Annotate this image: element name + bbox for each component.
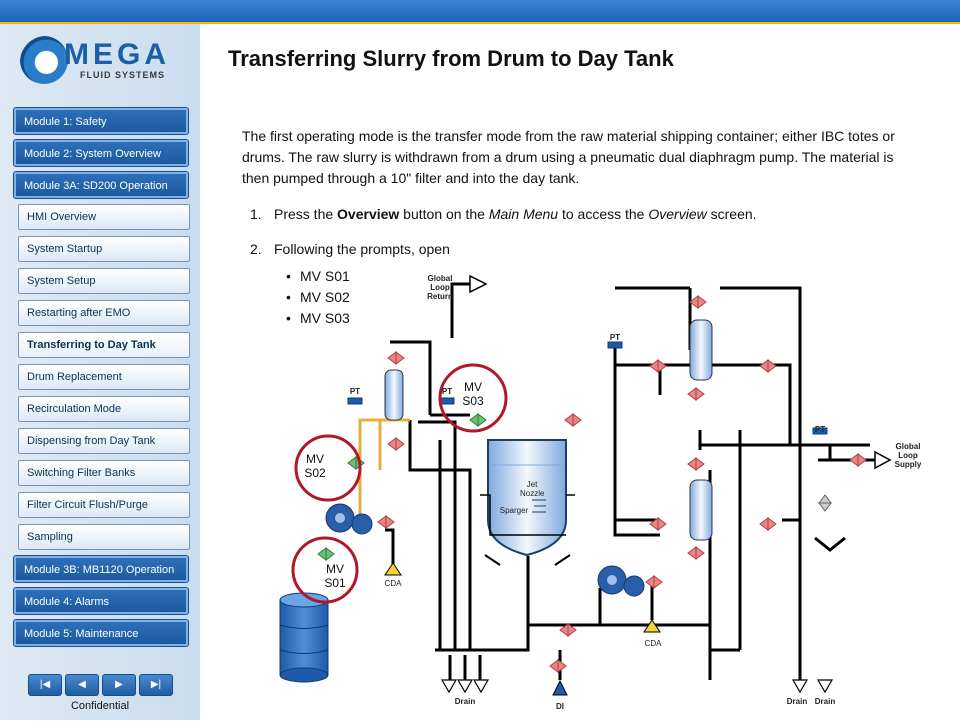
nav-item-module-1-safety[interactable]: Module 1: Safety (14, 108, 188, 134)
nav-item-module-2-system-overview[interactable]: Module 2: System Overview (14, 140, 188, 166)
previous-page-button[interactable]: ◀ (65, 674, 99, 696)
loop-supply-arrow-icon (874, 450, 892, 470)
valve-list-item: MV S02 (286, 289, 350, 305)
jet-nozzle-icon (532, 499, 546, 513)
process-pipes (385, 282, 875, 680)
nav-item-transferring-to-day-tank[interactable]: Transferring to Day Tank (18, 332, 190, 358)
nav-item-module-3a-sd200-operation[interactable]: Module 3A: SD200 Operation (14, 172, 188, 198)
di-icon (552, 679, 568, 696)
mv-s03-label: MV S03 (462, 380, 484, 408)
piping-schematic (279, 274, 892, 696)
pt-label: PT (609, 333, 621, 342)
process-diagram: MV S03 MV S02 MV S01 Global Loop Return … (270, 270, 960, 720)
supply-valve-icon (818, 494, 832, 512)
loop-return-arrow-icon (469, 274, 488, 294)
pressure-transmitters (347, 341, 828, 435)
filter-housing-upper (689, 319, 713, 381)
filter-housing-lower (689, 479, 713, 541)
next-page-button[interactable]: ▶ (102, 674, 136, 696)
sparger-label: Sparger (499, 506, 529, 515)
company-logo: MEGA FLUID SYSTEMS (20, 36, 180, 88)
nav-item-recirculation-mode[interactable]: Recirculation Mode (18, 396, 190, 422)
drain-label: Drain (786, 697, 808, 706)
nav-item-dispensing-from-day-tank[interactable]: Dispensing from Day Tank (18, 428, 190, 454)
nav-item-restarting-after-emo[interactable]: Restarting after EMO (18, 300, 190, 326)
highlight-circles (291, 363, 508, 604)
tank-legs (484, 554, 571, 566)
global-loop-supply-label: Global Loop Supply (894, 442, 922, 469)
nav-item-system-setup[interactable]: System Setup (18, 268, 190, 294)
nav-item-drum-replacement[interactable]: Drum Replacement (18, 364, 190, 390)
step-1: 1.Press the Overview button on the Main … (250, 206, 757, 222)
diaphragm-pump-right (597, 565, 645, 597)
nav-item-module-4-alarms[interactable]: Module 4: Alarms (14, 588, 188, 614)
cda-icon-right (643, 619, 661, 633)
nav-item-system-startup[interactable]: System Startup (18, 236, 190, 262)
slide-pager: |◀ ◀ ▶ ▶| (28, 674, 173, 696)
cda-label: CDA (644, 639, 662, 648)
page-title: Transferring Slurry from Drum to Day Tan… (228, 46, 674, 71)
feed-line (358, 418, 410, 522)
logo-ring-icon (20, 36, 68, 84)
mv-s01-label: MV S01 (324, 562, 346, 590)
mv-s02-label: MV S02 (304, 452, 326, 480)
closed-valves (377, 295, 867, 673)
open-valves (317, 413, 487, 561)
valve-list-item: MV S01 (286, 268, 350, 284)
nav-item-hmi-overview[interactable]: HMI Overview (18, 204, 190, 230)
filter-housing-left (384, 369, 404, 421)
di-label: DI (556, 702, 564, 711)
first-page-button[interactable]: |◀ (28, 674, 62, 696)
drain-funnel-icon (814, 536, 846, 552)
last-page-button[interactable]: ▶| (139, 674, 173, 696)
logo-subtitle: FLUID SYSTEMS (80, 70, 166, 80)
drum (279, 592, 329, 683)
tank-jacket (480, 494, 575, 536)
step-2: 2.Following the prompts, open (250, 241, 450, 257)
drain-label: Drain (814, 697, 836, 706)
cda-label: CDA (384, 579, 402, 588)
nav-item-module-5-maintenance[interactable]: Module 5: Maintenance (14, 620, 188, 646)
overview-keyword: Overview (337, 206, 400, 222)
pt-label: PT (349, 387, 361, 396)
nav-item-switching-filter-banks[interactable]: Switching Filter Banks (18, 460, 190, 486)
cda-icon-left (384, 562, 402, 576)
pt-label: PT (441, 387, 453, 396)
drain-triangles (440, 679, 834, 694)
intro-paragraph: The first operating mode is the transfer… (242, 128, 895, 186)
valve-list-item: MV S03 (286, 310, 350, 326)
top-banner (0, 0, 960, 24)
global-loop-return-label: Global Loop Return (427, 274, 453, 301)
pt-label: PT (814, 425, 826, 434)
confidential-label: Confidential (70, 700, 130, 712)
nav-item-filter-circuit-flush-purge[interactable]: Filter Circuit Flush/Purge (18, 492, 190, 518)
diaphragm-pump-left (325, 503, 373, 535)
drain-label: Drain (454, 697, 476, 706)
nav-item-sampling[interactable]: Sampling (18, 524, 190, 550)
nav-item-module-3b-mb1120-operation[interactable]: Module 3B: MB1120 Operation (14, 556, 188, 582)
jet-nozzle-label: Jet Nozzle (520, 480, 545, 498)
logo-wordmark: MEGA (64, 38, 170, 71)
